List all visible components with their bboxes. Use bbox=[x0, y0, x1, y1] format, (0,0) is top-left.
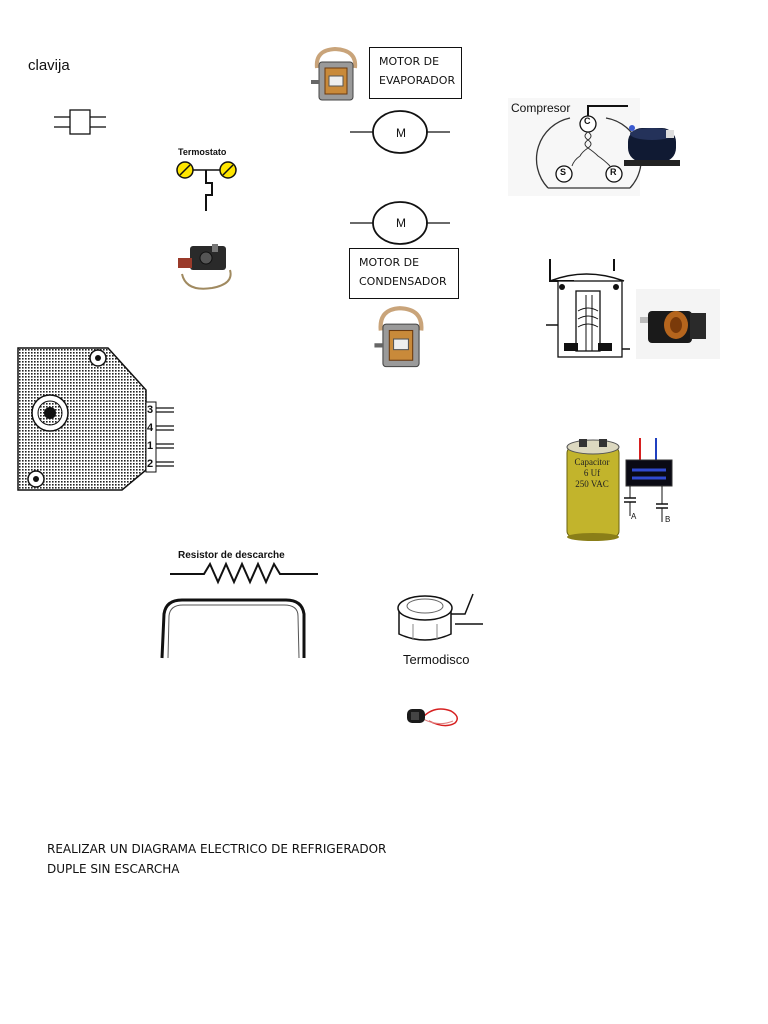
thermostat-label: Termostato bbox=[178, 147, 227, 157]
evaporator-motor-label: MOTOR DE EVAPORADOR bbox=[369, 47, 462, 99]
compressor-terminal-r: R bbox=[610, 167, 617, 177]
condenser-motor-m: M bbox=[396, 216, 406, 230]
condenser-motor-label: MOTOR DE CONDENSADOR bbox=[349, 248, 459, 299]
capacitor-terminal-b: B bbox=[665, 515, 671, 524]
relay-photo bbox=[636, 289, 720, 359]
timer-terminal-3: 3 bbox=[147, 404, 154, 416]
plug-symbol bbox=[54, 109, 106, 135]
compressor-photo bbox=[624, 125, 680, 166]
timer-terminal-4: 4 bbox=[147, 422, 154, 434]
condenser-motor-symbol bbox=[350, 201, 450, 245]
capacitor-text-line1: Capacitor bbox=[574, 457, 610, 467]
timer-terminal-2: 2 bbox=[147, 458, 154, 470]
thermodisc-photo bbox=[397, 593, 483, 641]
evaporator-motor-label-line2: EVAPORADOR bbox=[379, 74, 456, 87]
capacitor-terminal-a: A bbox=[631, 512, 637, 521]
condenser-motor-label-line1: MOTOR DE bbox=[359, 256, 420, 269]
evaporator-motor-photo bbox=[311, 46, 358, 101]
compressor-label: Compresor bbox=[511, 101, 571, 115]
compressor-symbol bbox=[508, 98, 642, 196]
defrost-resistor-photo bbox=[160, 598, 306, 659]
instruction-line2: DUPLE SIN ESCARCHA bbox=[47, 862, 180, 876]
defrost-resistor-label: Resistor de descarche bbox=[178, 550, 285, 561]
thermostat-photo bbox=[178, 244, 232, 290]
relay-symbol bbox=[546, 259, 630, 358]
compressor-terminal-s: S bbox=[560, 167, 567, 177]
evaporator-motor-m: M bbox=[396, 126, 406, 140]
defrost-timer bbox=[17, 347, 174, 491]
capacitor-photo bbox=[566, 439, 620, 541]
plug-label: clavija bbox=[28, 57, 70, 74]
evaporator-motor-label-line1: MOTOR DE bbox=[379, 55, 440, 68]
condenser-motor-photo bbox=[374, 306, 424, 368]
instruction-line1: REALIZAR UN DIAGRAMA ELECTRICO DE REFRIG… bbox=[47, 842, 387, 856]
thermostat-symbol bbox=[176, 161, 237, 211]
defrost-resistor-symbol bbox=[170, 561, 318, 585]
evaporator-motor-symbol bbox=[350, 110, 450, 154]
capacitor-symbol bbox=[624, 438, 673, 522]
capacitor-text-line3: 250 VAC bbox=[575, 479, 609, 489]
capacitor-text: Capacitor 6 Uf 250 VAC bbox=[569, 457, 615, 490]
condenser-motor-label-line2: CONDENSADOR bbox=[359, 275, 447, 288]
timer-terminal-1: 1 bbox=[147, 440, 154, 452]
compressor-terminal-c: C bbox=[584, 116, 591, 126]
thermodisc-label: Termodisco bbox=[403, 652, 470, 667]
thermodisc-small-photo bbox=[407, 708, 458, 727]
capacitor-text-line2: 6 Uf bbox=[583, 468, 601, 478]
